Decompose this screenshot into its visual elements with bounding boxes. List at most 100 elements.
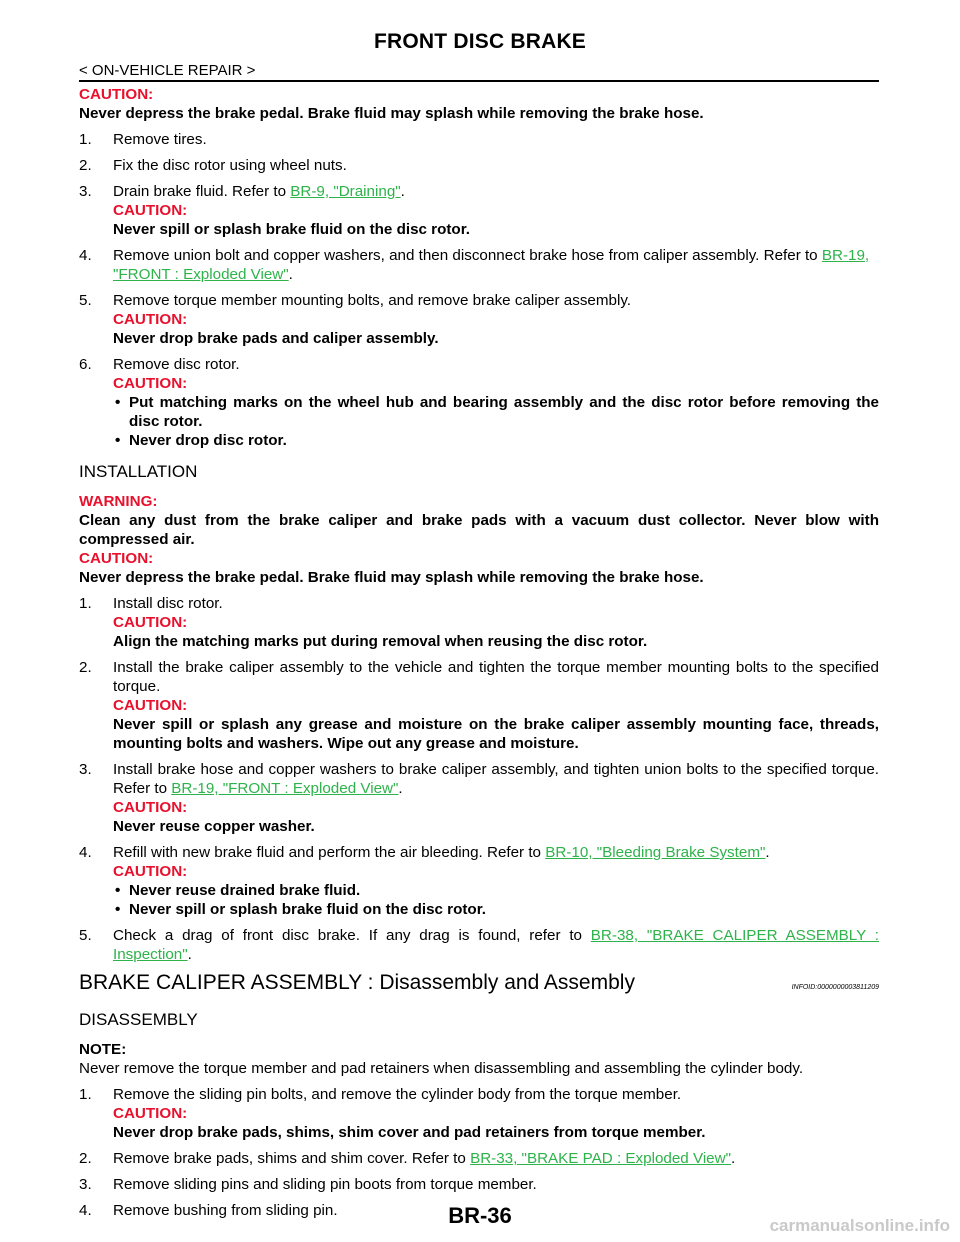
step-text: Remove torque member mounting bolts, and… — [113, 292, 632, 309]
section-heading-text: BRAKE CALIPER ASSEMBLY : Disassembly and… — [79, 971, 635, 994]
step-number: 2. — [79, 659, 92, 676]
page-number: BR-36 — [448, 1203, 512, 1228]
warning-label: WARNING: — [79, 493, 158, 510]
header-rule — [79, 80, 879, 82]
step-number: 1. — [79, 1086, 92, 1103]
list-item: 1. Remove tires. — [79, 130, 879, 149]
installation-heading: INSTALLATION — [79, 462, 198, 481]
caution-label: CAUTION: — [113, 375, 188, 392]
caution-text: Align the matching marks put during remo… — [113, 633, 648, 650]
punct: . — [398, 780, 403, 797]
step-number: 4. — [79, 247, 92, 264]
step-text: Drain brake fluid. Refer to — [113, 183, 291, 200]
step-text: Remove tires. — [113, 131, 207, 148]
caution-label: CAUTION: — [113, 697, 188, 714]
step-number: 1. — [79, 595, 92, 612]
caution-label: CAUTION: — [113, 863, 188, 880]
reference-link[interactable]: BR-19, "FRONT : Exploded View" — [113, 247, 870, 283]
list-item: 1. Install disc rotor. CAUTION: Align th… — [79, 594, 879, 651]
step-text: Install disc rotor. — [113, 595, 223, 612]
step-text: Remove bushing from sliding pin. — [113, 1202, 338, 1219]
caution-text: Never spill or splash any grease and moi… — [113, 716, 879, 752]
watermark: carmanualsonline.info — [769, 1216, 950, 1235]
list-item: 2. Install the brake caliper assembly to… — [79, 658, 879, 753]
bullet-icon: • — [115, 901, 121, 918]
info-id: INFOID:0000000003811209 — [791, 984, 879, 991]
bullet-icon: • — [115, 882, 121, 899]
step-number: 1. — [79, 131, 92, 148]
reference-link[interactable]: BR-33, "BRAKE PAD : Exploded View" — [470, 1150, 731, 1167]
caution-text: Never drop brake pads, shims, shim cover… — [113, 1124, 706, 1141]
caution-text: Never spill or splash brake fluid on the… — [113, 221, 470, 238]
list-item: 3. Remove sliding pins and sliding pin b… — [79, 1175, 879, 1194]
bullet-item: • Never reuse drained brake fluid. — [113, 881, 879, 900]
step-text: Remove disc rotor. — [113, 356, 240, 373]
caution-label: CAUTION: — [113, 311, 188, 328]
list-item: 2. Fix the disc rotor using wheel nuts. — [79, 156, 879, 175]
caution-label: CAUTION: — [113, 1105, 188, 1122]
list-item: 5. Check a drag of front disc brake. If … — [79, 926, 879, 964]
step-number: 2. — [79, 1150, 92, 1167]
punct: . — [288, 266, 293, 283]
step-number: 4. — [79, 1202, 92, 1219]
caution-label: CAUTION: — [79, 86, 154, 103]
list-item: 4. Remove bushing from sliding pin. — [79, 1201, 879, 1220]
reference-link[interactable]: BR-19, "FRONT : Exploded View" — [171, 780, 399, 797]
caution-text: Never reuse copper washer. — [113, 818, 315, 835]
reference-link[interactable]: BR-9, "Draining" — [290, 183, 401, 200]
punct: . — [731, 1150, 736, 1167]
caution-text: Never depress the brake pedal. Brake flu… — [79, 569, 704, 586]
removal-caution: CAUTION: Never depress the brake pedal. … — [79, 85, 879, 123]
list-item: 5. Remove torque member mounting bolts, … — [79, 291, 879, 348]
punct: . — [765, 844, 770, 861]
bullet-icon: • — [115, 394, 121, 411]
reference-link[interactable]: BR-38, "BRAKE CALIPER ASSEMBLY : Inspect… — [113, 927, 879, 963]
installation-warning: WARNING: Clean any dust from the brake c… — [79, 492, 879, 587]
list-item: 2. Remove brake pads, shims and shim cov… — [79, 1149, 879, 1168]
note-block: NOTE: Never remove the torque member and… — [79, 1040, 879, 1078]
list-item: 6. Remove disc rotor. CAUTION: • Put matc… — [79, 355, 879, 450]
bullet-item: • Put matching marks on the wheel hub and… — [113, 393, 879, 431]
step-text: Remove union bolt and copper washers, an… — [113, 247, 822, 264]
step-text: Refill with new brake fluid and perform … — [113, 844, 546, 861]
bullet-text: Put matching marks on the wheel hub and … — [129, 394, 879, 430]
section-heading: BRAKE CALIPER ASSEMBLY : Disassembly and… — [79, 971, 879, 997]
step-text: Remove sliding pins and sliding pin boot… — [113, 1176, 537, 1193]
step-number: 5. — [79, 292, 92, 309]
disassembly-heading: DISASSEMBLY — [79, 1010, 198, 1029]
punct: . — [400, 183, 405, 200]
page-content: CAUTION: Never depress the brake pedal. … — [79, 85, 879, 1227]
caution-label: CAUTION: — [113, 614, 188, 631]
step-number: 4. — [79, 844, 92, 861]
caution-text: Never drop brake pads and caliper assemb… — [113, 330, 439, 347]
warning-text: Clean any dust from the brake caliper an… — [79, 512, 879, 548]
section-label: < ON-VEHICLE REPAIR > — [79, 62, 256, 79]
list-item: 4. Refill with new brake fluid and perfo… — [79, 843, 879, 919]
note-label: NOTE: — [79, 1041, 127, 1058]
bullet-text: Never spill or splash brake fluid on the… — [129, 901, 486, 918]
caution-label: CAUTION: — [79, 550, 154, 567]
step-number: 3. — [79, 1176, 92, 1193]
step-text: Remove the sliding pin bolts, and remove… — [113, 1086, 682, 1103]
list-item: 1. Remove the sliding pin bolts, and rem… — [79, 1085, 879, 1142]
bullet-text: Never reuse drained brake fluid. — [129, 882, 361, 899]
step-number: 5. — [79, 927, 92, 944]
list-item: 3. Drain brake fluid. Refer to BR-9, "Dr… — [79, 182, 879, 239]
step-text: Check a drag of front disc brake. If any… — [113, 927, 591, 944]
reference-link[interactable]: BR-10, "Bleeding Brake System" — [545, 844, 766, 861]
step-text: Fix the disc rotor using wheel nuts. — [113, 157, 347, 174]
caution-text: Never depress the brake pedal. Brake flu… — [79, 105, 704, 122]
list-item: 3. Install brake hose and copper washers… — [79, 760, 879, 836]
step-text: Install the brake caliper assembly to th… — [113, 659, 879, 695]
step-text: Remove brake pads, shims and shim cover.… — [113, 1150, 471, 1167]
punct: . — [187, 946, 192, 963]
bullet-icon: • — [115, 432, 121, 449]
step-text: Install brake hose and copper washers to… — [113, 761, 879, 797]
bullet-text: Never drop disc rotor. — [129, 432, 287, 449]
list-item: 4. Remove union bolt and copper washers,… — [79, 246, 879, 284]
step-number: 2. — [79, 157, 92, 174]
page-title: FRONT DISC BRAKE — [373, 30, 587, 53]
step-number: 6. — [79, 356, 92, 373]
bullet-item: • Never drop disc rotor. — [113, 431, 879, 450]
bullet-item: • Never spill or splash brake fluid on th… — [113, 900, 879, 919]
